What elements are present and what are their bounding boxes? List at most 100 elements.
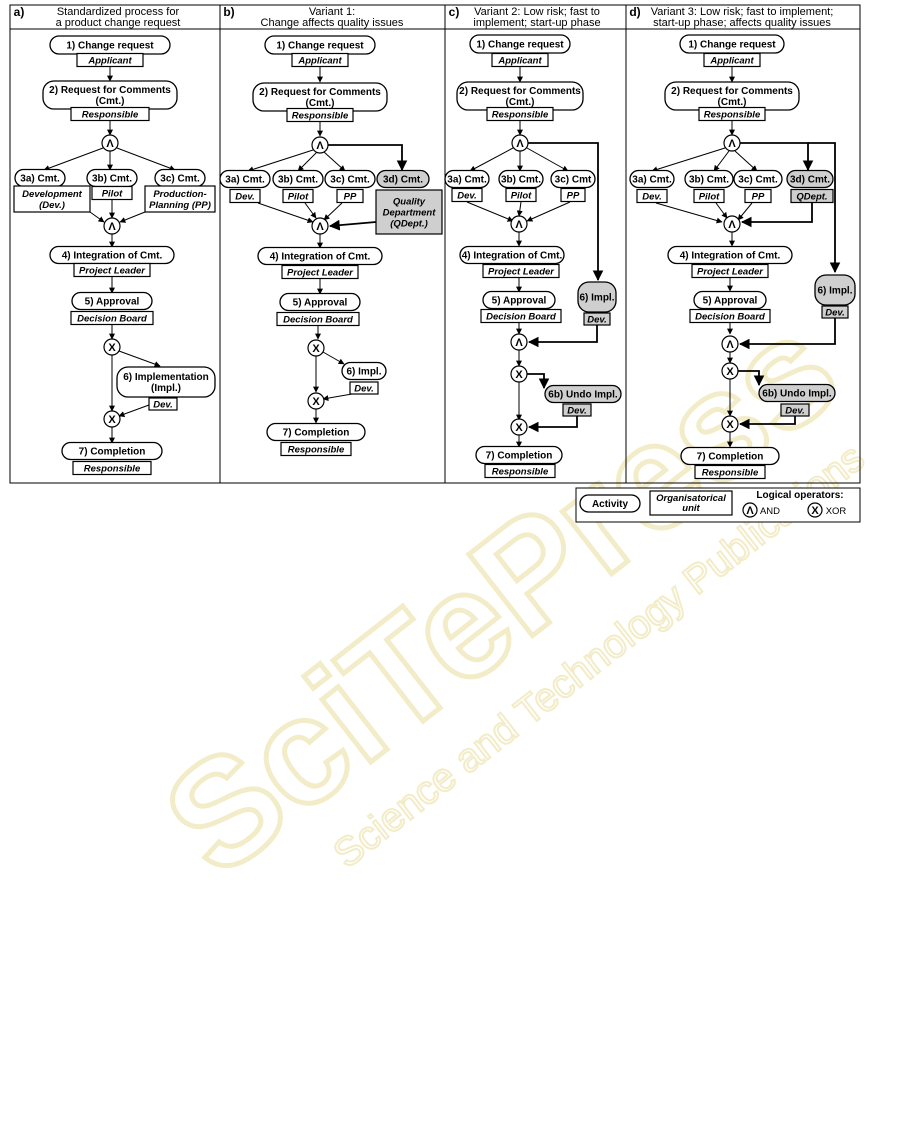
panel-title-line: Variant 2: Low risk; fast to (474, 6, 600, 18)
a-activity-approval-shape (71, 291, 153, 311)
d-activity-request-comments-label: 2) Request for Comments (671, 86, 793, 97)
a-org-production-planning: Production-Planning (PP) (144, 185, 216, 213)
c-org-dev: Dev. (451, 187, 483, 203)
c-and-split-symbol: Λ (516, 138, 524, 150)
b-org-dev-2: Dev. (349, 381, 379, 395)
flow-arrow-variant (740, 203, 813, 228)
d-activity-3c-shape (733, 169, 783, 189)
b-org-dev-label: Dev. (235, 192, 255, 203)
c-org-project-leader-box (482, 263, 560, 279)
d-org-dev-box (636, 188, 668, 204)
b-and-split: Λ (311, 136, 329, 154)
c-org-responsible: Responsible (486, 106, 554, 122)
b-org-pp-box (336, 188, 364, 204)
d-activity-impl: 6) Impl. (814, 274, 856, 306)
flow-arrow (118, 404, 150, 417)
d-activity-integration-shape (667, 245, 793, 265)
b-activity-completion-label: 7) Completion (283, 428, 350, 439)
flow-arrow (116, 147, 176, 171)
a-org-dev-box (148, 397, 178, 411)
c-org-decision-board-box (480, 308, 562, 324)
a-org-decision-board-label: Decision Board (77, 314, 147, 325)
d-and-join-2-symbol: Λ (726, 339, 734, 351)
c-activity-undo-impl-label: 6b) Undo Impl. (548, 390, 618, 401)
d-activity-completion-label: 7) Completion (697, 452, 764, 463)
panel-title-line: Change affects quality issues (261, 17, 404, 29)
b-org-responsible-box (286, 107, 354, 123)
c-org-pilot: Pilot (505, 187, 537, 203)
b-org-responsible-2: Responsible (280, 441, 352, 457)
d-org-dev: Dev. (636, 188, 668, 204)
b-activity-approval-shape (279, 292, 361, 312)
a-activity-3a: 3a) Cmt. (14, 168, 66, 188)
d-org-pilot-label: Pilot (699, 192, 720, 203)
c-org-pp-label: PP (567, 191, 580, 202)
b-xor-join-symbol: X (312, 396, 320, 408)
a-xor-join: X (103, 410, 121, 428)
b-activity-completion-shape (266, 422, 366, 442)
d-org-dev-3-box (780, 403, 810, 417)
a-and-join-circle (103, 217, 121, 235)
c-activity-completion-label: 7) Completion (486, 451, 553, 462)
b-activity-completion: 7) Completion (266, 422, 366, 442)
a-xor-join-circle (103, 410, 121, 428)
b-activity-3a-label: 3a) Cmt. (225, 175, 265, 186)
c-activity-3c: 3c) Cmt (550, 169, 596, 189)
b-activity-3a: 3a) Cmt. (219, 169, 271, 189)
c-activity-3a: 3a) Cmt. (444, 169, 490, 189)
b-org-dev-2-label: Dev. (354, 384, 374, 395)
c-activity-impl: 6) Impl. (577, 281, 617, 313)
a-org-applicant-label: Applicant (87, 56, 132, 67)
a-org-applicant-box (76, 52, 144, 68)
d-and-join-symbol: Λ (728, 219, 736, 231)
b-and-split-symbol: Λ (316, 140, 324, 152)
b-activity-impl-label: 6) Impl. (346, 367, 381, 378)
d-activity-change-request-label: 1) Change request (688, 40, 776, 51)
c-activity-request-comments-label: 2) Request for Comments (459, 86, 581, 97)
a-org-responsible-label: Responsible (82, 110, 139, 121)
d-org-qdept-label: QDept. (796, 192, 827, 203)
a-org-responsible-2: Responsible (72, 460, 152, 476)
a-org-pilot-label: Pilot (102, 189, 123, 200)
a-activity-implementation-shape (116, 366, 216, 398)
b-activity-3b-label: 3b) Cmt. (278, 175, 318, 186)
b-org-project-leader-box (281, 264, 359, 280)
d-activity-3b-shape (684, 169, 734, 189)
d-xor-split-circle (721, 362, 739, 380)
watermark-main: SciTePress (134, 283, 866, 907)
b-activity-3a-shape (219, 169, 271, 189)
c-activity-3c-label: 3c) Cmt (555, 175, 592, 186)
d-activity-completion: 7) Completion (680, 446, 780, 466)
a-org-development: Development(Dev.) (13, 185, 91, 213)
a-activity-3c-label: 3c) Cmt. (160, 174, 200, 185)
a-activity-3a-label: 3a) Cmt. (20, 174, 60, 185)
d-and-split: Λ (723, 134, 741, 152)
b-activity-integration-label: 4) Integration of Cmt. (270, 252, 371, 263)
d-org-responsible-2-label: Responsible (702, 468, 759, 479)
b-org-project-leader: Project Leader (281, 264, 359, 280)
legend-logical-operators-label: Logical operators: (756, 490, 843, 501)
d-activity-approval-shape (693, 290, 767, 310)
a-org-project-leader: Project Leader (73, 262, 151, 278)
legend-and-label: AND (760, 506, 780, 517)
b-org-dev-box (229, 188, 261, 204)
a-org-dev-label: Dev. (153, 400, 173, 411)
d-xor-join: X (721, 415, 739, 433)
d-activity-request-comments: 2) Request for Comments(Cmt.) (664, 81, 800, 111)
a-activity-implementation-label: (Impl.) (151, 383, 181, 394)
b-activity-3d-label: 3d) Cmt. (383, 175, 423, 186)
b-org-responsible-2-box (280, 441, 352, 457)
d-activity-3c: 3c) Cmt. (733, 169, 783, 189)
flow-arrow (257, 202, 314, 224)
b-org-applicant: Applicant (291, 52, 349, 68)
a-org-responsible-2-label: Responsible (84, 464, 141, 475)
d-org-applicant: Applicant (703, 52, 761, 68)
d-org-responsible-2: Responsible (694, 464, 766, 480)
c-org-dev-3-label: Dev. (567, 406, 587, 417)
c-activity-3b: 3b) Cmt. (498, 169, 544, 189)
b-activity-change-request-label: 1) Change request (276, 41, 364, 52)
c-org-applicant: Applicant (491, 52, 549, 68)
